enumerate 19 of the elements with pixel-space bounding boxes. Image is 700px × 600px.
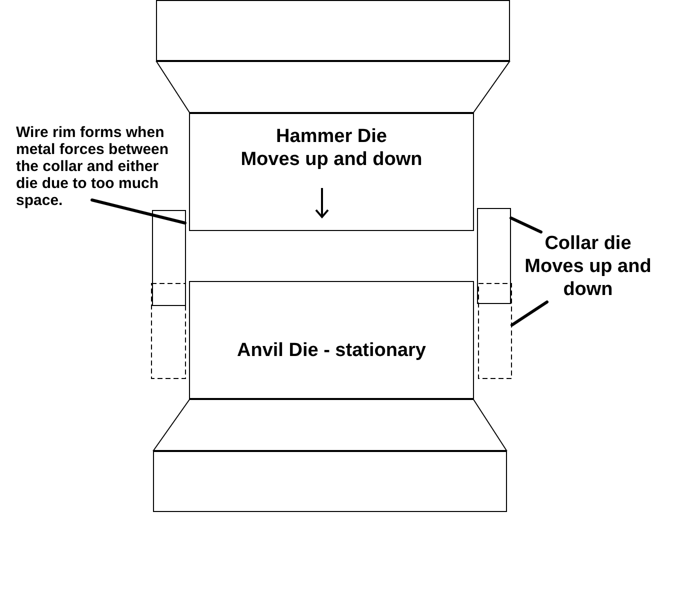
leader-line <box>90 198 186 224</box>
upper-block <box>156 0 510 61</box>
lower-block <box>153 451 507 512</box>
collar-block <box>152 210 186 306</box>
die-block <box>189 113 474 231</box>
callout-description: Moves up and down <box>524 255 652 301</box>
collar-outline <box>478 283 512 379</box>
die-label: Hammer Die <box>276 125 387 148</box>
collar-block <box>477 208 511 304</box>
annotation-text: Wire rim forms when metal forces between the collar and either die due to too much space. <box>16 124 176 209</box>
lower-tapered-block <box>153 399 507 451</box>
die-block <box>189 281 474 399</box>
leader-line <box>510 300 548 326</box>
upper-tapered-block <box>156 61 510 113</box>
die-description: Moves up and down <box>240 148 422 171</box>
leader-line <box>510 216 542 234</box>
callout-label: Collar die <box>544 232 632 255</box>
die-label: Anvil Die - stationary <box>237 339 426 362</box>
collar-outline <box>151 283 186 379</box>
